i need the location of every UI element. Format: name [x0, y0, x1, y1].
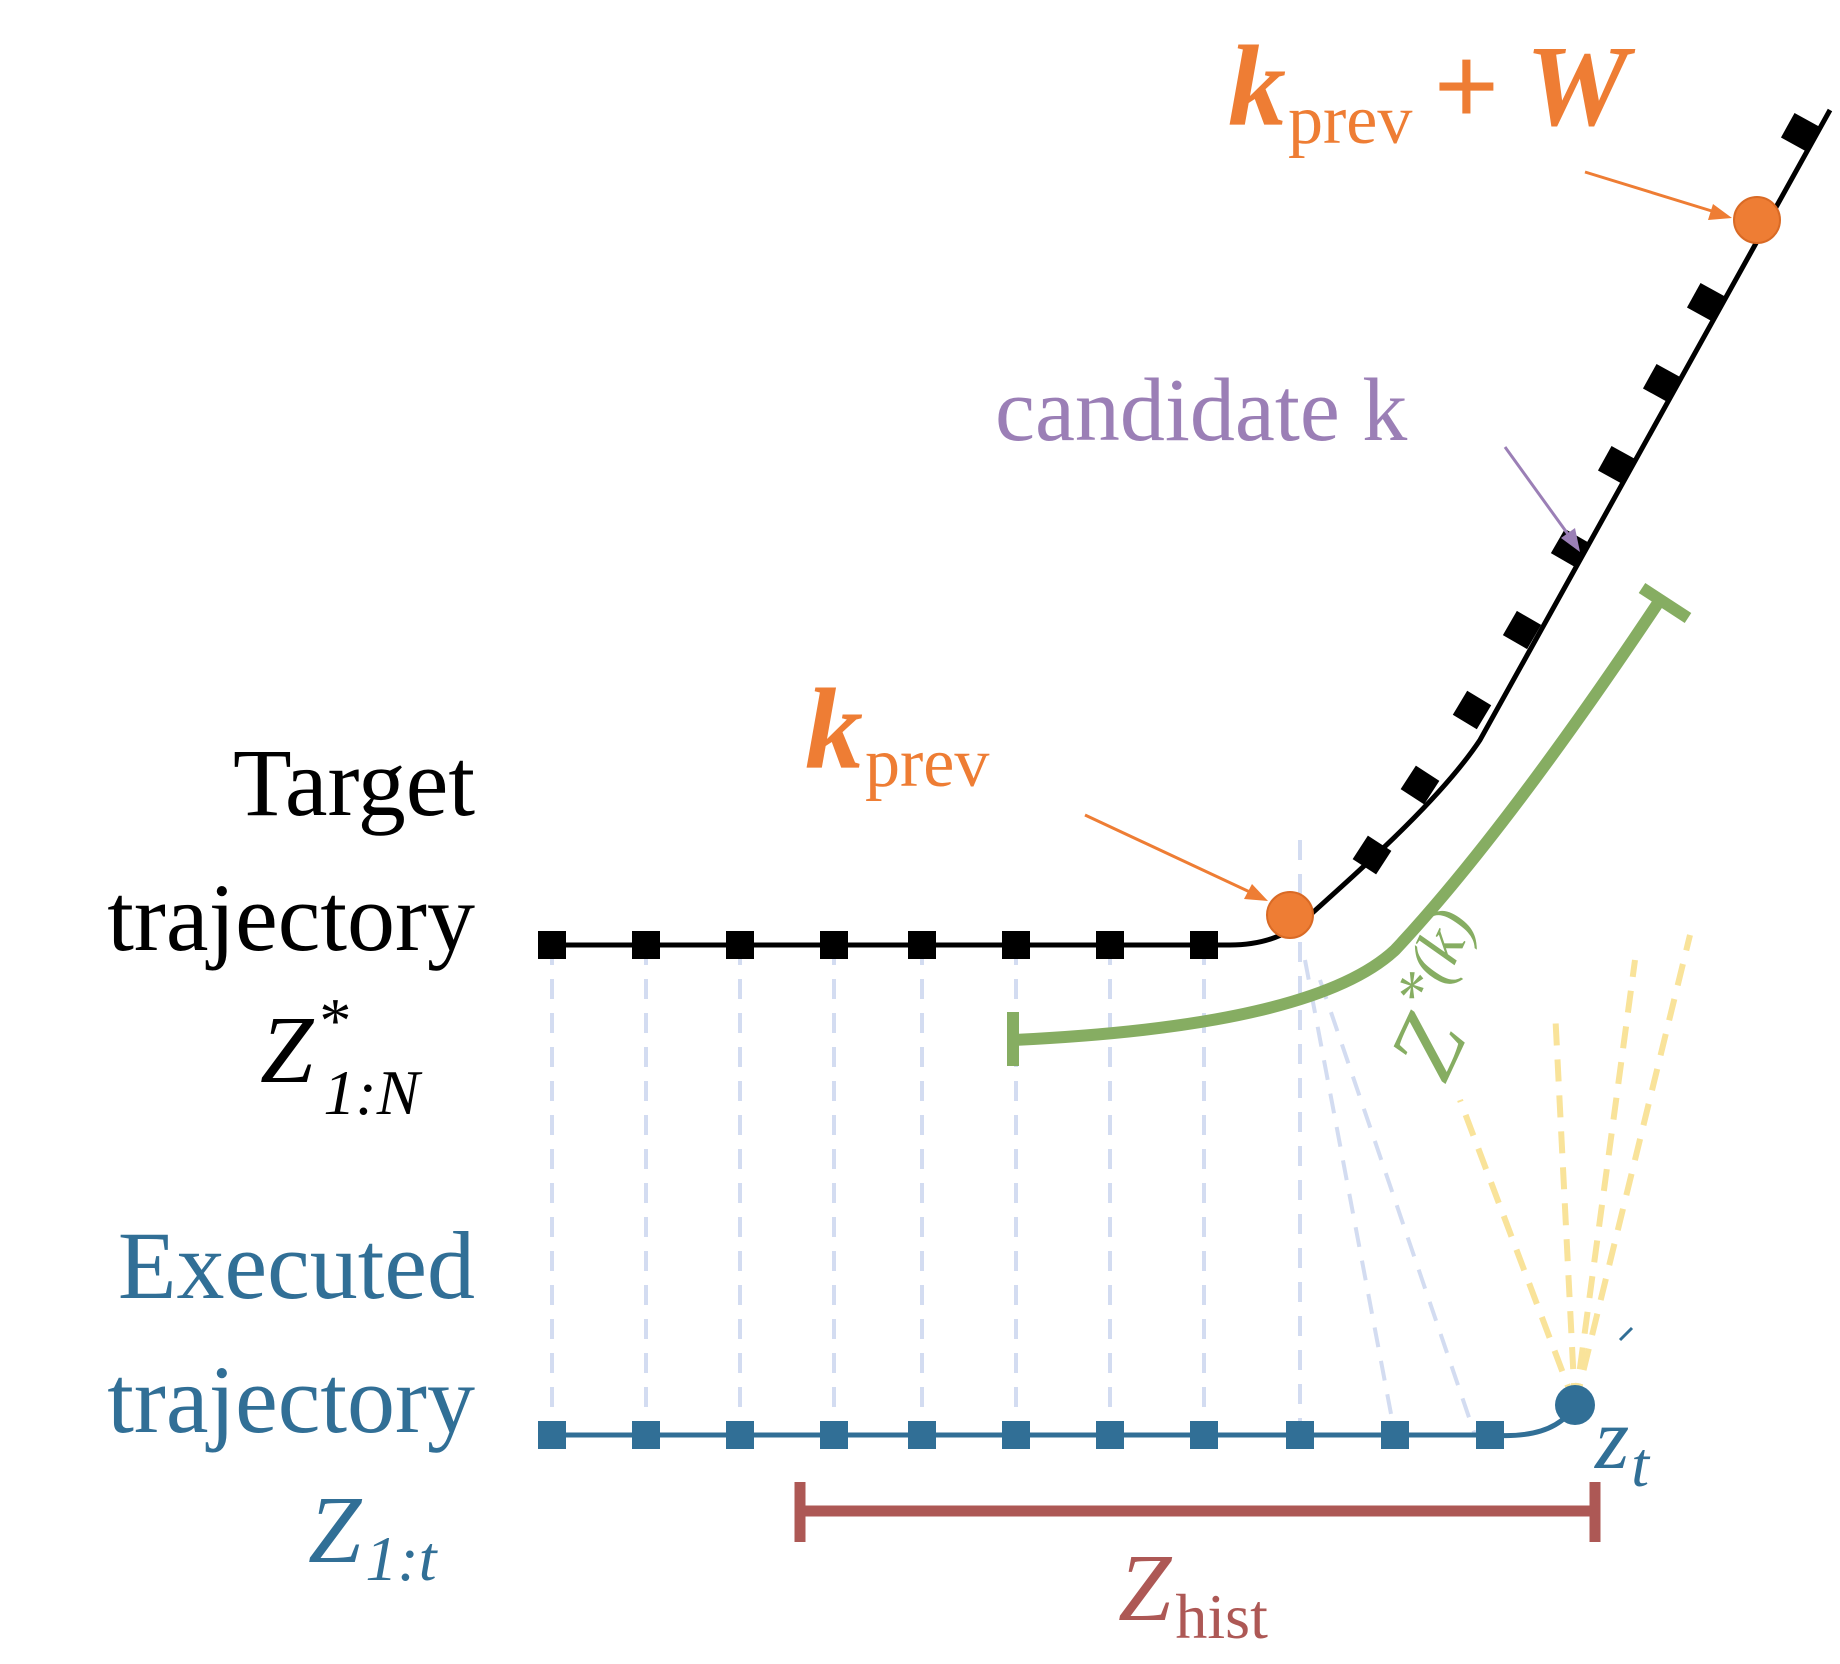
target-label-line2: trajectory	[107, 864, 475, 971]
target-point	[1096, 931, 1124, 959]
target-point	[1642, 363, 1682, 403]
k-prev-w-sub: prev	[1288, 82, 1412, 159]
target-trajectory	[538, 108, 1833, 959]
executed-symbol: Z1:t	[308, 1476, 439, 1594]
target-point	[1400, 765, 1440, 805]
zt-main: z	[1594, 1391, 1629, 1488]
k-prev-main: k	[805, 666, 863, 794]
fan-line	[1572, 934, 1693, 1406]
candidate-k-label: candidate k	[995, 361, 1407, 460]
zstar-k-segment	[1007, 582, 1692, 1066]
zt-sub: t	[1631, 1429, 1651, 1500]
k-prev-w-marker	[1733, 196, 1781, 244]
candidate-k-arrow	[1503, 446, 1580, 552]
zstar-k-curve	[1012, 596, 1665, 1046]
zhist-main: Z	[1118, 1534, 1173, 1641]
target-point	[538, 931, 566, 959]
correspondence-line	[1318, 979, 1477, 1436]
target-point	[1780, 112, 1820, 152]
fan-line	[1572, 959, 1638, 1406]
k-prev-marker	[1266, 891, 1314, 939]
k-prev-sub: prev	[865, 725, 989, 802]
executed-points	[538, 1421, 1504, 1449]
executed-point	[1002, 1421, 1030, 1449]
executed-point	[1381, 1421, 1409, 1449]
target-point	[1190, 931, 1218, 959]
target-point	[1502, 610, 1542, 650]
executed-point	[1476, 1421, 1504, 1449]
k-prev-w-label: kprev + W	[1228, 23, 1635, 159]
target-points	[538, 112, 1820, 959]
zstar-k-label: Z*(k)	[1355, 898, 1532, 1094]
zstar-k-end-cap	[1638, 582, 1692, 624]
executed-label: Executed trajectory Z1:t	[107, 1212, 475, 1594]
target-symbol: Z*1:N	[260, 985, 423, 1128]
zhist-sub: hist	[1175, 1581, 1268, 1652]
executed-point	[820, 1421, 848, 1449]
correspondence-lines	[550, 840, 1477, 1436]
executed-point	[726, 1421, 754, 1449]
executed-point	[1096, 1421, 1124, 1449]
fan-line	[1457, 1098, 1578, 1407]
target-point	[820, 931, 848, 959]
target-point	[632, 931, 660, 959]
candidate-fan	[1457, 934, 1693, 1407]
target-point	[1352, 835, 1392, 875]
zhist-bracket	[794, 1482, 1601, 1542]
target-point	[1550, 528, 1590, 568]
current-state-point	[1555, 1385, 1595, 1425]
target-label: Target trajectory Z*1:N	[107, 729, 475, 1128]
target-symbol-main: Z	[260, 996, 315, 1103]
executed-trajectory	[538, 1326, 1634, 1449]
target-label-line1: Target	[233, 729, 475, 836]
executed-point	[908, 1421, 936, 1449]
k-prev-w-arrow	[1584, 170, 1732, 220]
executed-point	[1286, 1421, 1314, 1449]
target-point	[1597, 445, 1637, 485]
k-prev-arrow	[1084, 813, 1268, 901]
executed-trajectory-line	[552, 1403, 1578, 1439]
target-point	[908, 931, 936, 959]
executed-point	[1190, 1421, 1218, 1449]
k-prev-w-main: k	[1228, 23, 1286, 151]
target-symbol-sup: *	[319, 985, 351, 1056]
target-symbol-sub: 1:N	[323, 1057, 422, 1128]
target-point	[1002, 931, 1030, 959]
executed-label-line2: trajectory	[107, 1346, 475, 1453]
zt-label: zt	[1594, 1391, 1651, 1500]
k-prev-label: kprev	[805, 666, 989, 802]
correspondence-line	[1303, 959, 1397, 1436]
executed-point	[632, 1421, 660, 1449]
zstar-k-sup: *(k)	[1380, 898, 1488, 1021]
executed-symbol-sub: 1:t	[365, 1523, 438, 1594]
executed-point	[538, 1421, 566, 1449]
target-point	[1686, 282, 1726, 322]
executed-symbol-main: Z	[308, 1476, 363, 1583]
target-trajectory-line	[552, 108, 1833, 948]
k-prev-w-rest: + W	[1432, 23, 1635, 151]
target-point	[1452, 690, 1492, 730]
fan-line	[1552, 1009, 1578, 1406]
zstar-k-text: Z*(k)	[1355, 898, 1532, 1094]
zhist-label: Zhist	[1118, 1534, 1268, 1652]
target-point	[726, 931, 754, 959]
small-tick	[1618, 1326, 1634, 1342]
executed-label-line1: Executed	[118, 1212, 475, 1319]
